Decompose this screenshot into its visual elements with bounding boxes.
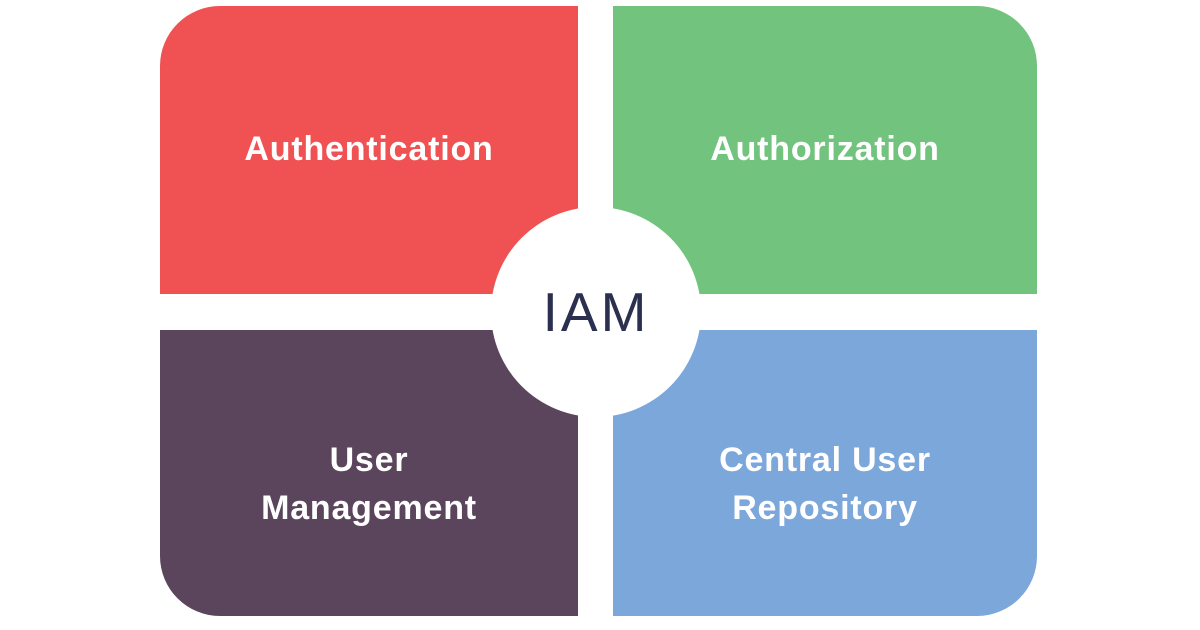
quadrant-central-user-repository-label: Central User Repository bbox=[719, 441, 931, 527]
quadrant-authorization-label: Authorization bbox=[710, 130, 940, 169]
quadrant-user-management-label: User Management bbox=[261, 441, 477, 527]
quadrant-authentication-label: Authentication bbox=[244, 130, 494, 169]
center-circle: IAM bbox=[491, 207, 701, 417]
quadrant-authorization: Authorization bbox=[613, 6, 1037, 294]
center-label: IAM bbox=[542, 281, 650, 343]
quadrant-authentication: Authentication bbox=[160, 6, 578, 294]
quadrant-central-user-repository: Central User Repository bbox=[613, 330, 1037, 616]
quadrant-user-management: User Management bbox=[160, 330, 578, 616]
